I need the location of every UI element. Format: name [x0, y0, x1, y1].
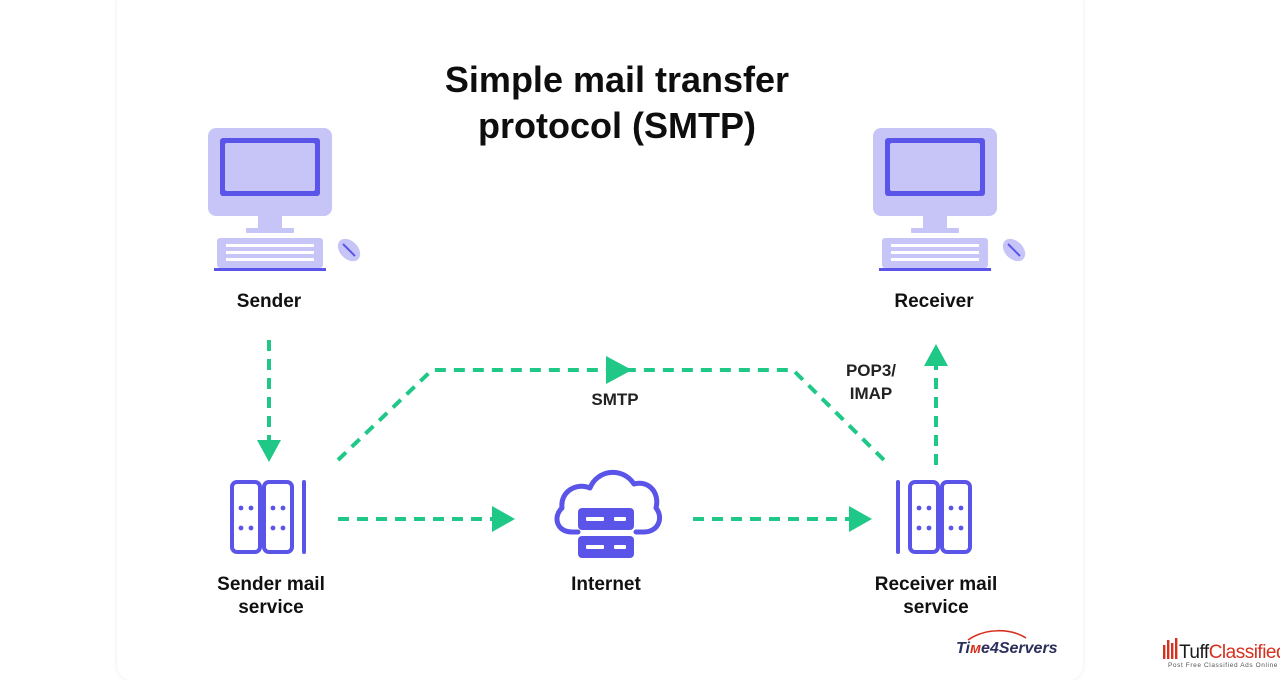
arrowhead-right-smtp — [606, 356, 632, 384]
sender-mail-label-line1: Sender mail — [217, 574, 325, 595]
arrow-smtp-path — [336, 368, 886, 462]
smtp-label: SMTP — [591, 390, 638, 409]
arrowhead-right-internet — [492, 506, 515, 532]
sender-computer-icon — [208, 128, 361, 271]
receiver-mail-label-line2: service — [903, 597, 969, 618]
watermark-time-part2: e4Servers — [981, 640, 1058, 657]
sender-label: Sender — [237, 291, 302, 312]
arrowhead-up-receiver — [924, 344, 948, 366]
diagram-card — [117, 0, 1083, 680]
watermark-tuff-tagline: Post Free Classified Ads Online — [1168, 662, 1278, 669]
diagram-title-line1: Simple mail transfer — [445, 59, 789, 100]
receiver-mail-label-line1: Receiver mail — [875, 574, 998, 595]
pop3-label-line2: IMAP — [850, 384, 893, 403]
sender-mail-server-icon — [230, 480, 306, 554]
diagram-title-line2: protocol (SMTP) — [478, 105, 756, 146]
watermark-tuff-part1: Tuff — [1179, 642, 1210, 663]
internet-label: Internet — [571, 574, 641, 595]
time4servers-watermark: Tiᴍe4Servers — [956, 629, 1058, 657]
pop3-label-line1: POP3/ — [846, 361, 896, 380]
watermark-time-part1: Ti — [956, 640, 970, 657]
receiver-computer-icon — [873, 128, 1026, 271]
receiver-mail-server-icon — [896, 480, 972, 554]
svg-text:TuffClassified: TuffClassified — [1179, 642, 1280, 663]
receiver-label: Receiver — [894, 291, 974, 312]
arrowhead-down-sender — [257, 440, 281, 462]
watermark-tuff-part2: Classified — [1209, 642, 1280, 663]
tuffclassified-watermark: TuffClassified Post Free Classified Ads … — [1163, 638, 1280, 669]
internet-cloud-icon — [554, 469, 662, 558]
arrowhead-right-receiver-mail — [849, 506, 872, 532]
svg-text:Tiᴍe4Servers: Tiᴍe4Servers — [956, 640, 1058, 657]
sender-mail-label-line2: service — [238, 597, 304, 618]
